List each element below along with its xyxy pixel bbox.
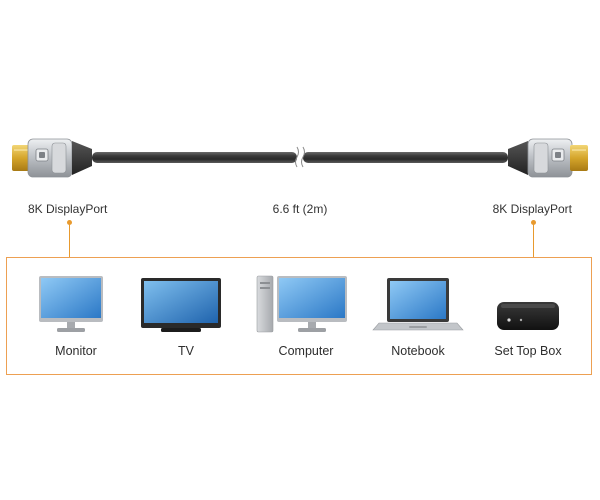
left-connector — [12, 138, 92, 178]
displayport-cable — [12, 138, 588, 178]
left-port-label: 8K DisplayPort — [28, 202, 108, 216]
cable-break-mark — [295, 146, 305, 168]
device-tv: TV — [131, 258, 241, 374]
right-port-label: 8K DisplayPort — [492, 202, 572, 216]
compatible-devices-box: Monitor TV — [6, 257, 592, 375]
set-top-box-icon — [497, 302, 559, 330]
notebook-icon — [372, 278, 464, 331]
cable-segment-right — [303, 152, 508, 163]
monitor-icon — [39, 276, 103, 332]
device-label-set-top-box: Set Top Box — [494, 344, 562, 358]
device-computer: Computer — [251, 258, 361, 374]
left-stem-line — [69, 222, 70, 257]
device-label-notebook: Notebook — [391, 344, 445, 358]
computer-icon — [256, 275, 347, 333]
device-label-computer: Computer — [278, 344, 334, 358]
device-notebook: Notebook — [363, 258, 473, 374]
cable-length-label: 6.6 ft (2m) — [272, 202, 328, 216]
tv-icon — [141, 278, 221, 332]
device-label-tv: TV — [178, 344, 194, 358]
device-monitor: Monitor — [21, 258, 131, 374]
cable-segment-left — [92, 152, 297, 163]
device-set-top-box: Set Top Box — [473, 258, 583, 374]
right-stem-line — [533, 222, 534, 257]
device-label-monitor: Monitor — [55, 344, 97, 358]
right-connector — [508, 138, 588, 178]
